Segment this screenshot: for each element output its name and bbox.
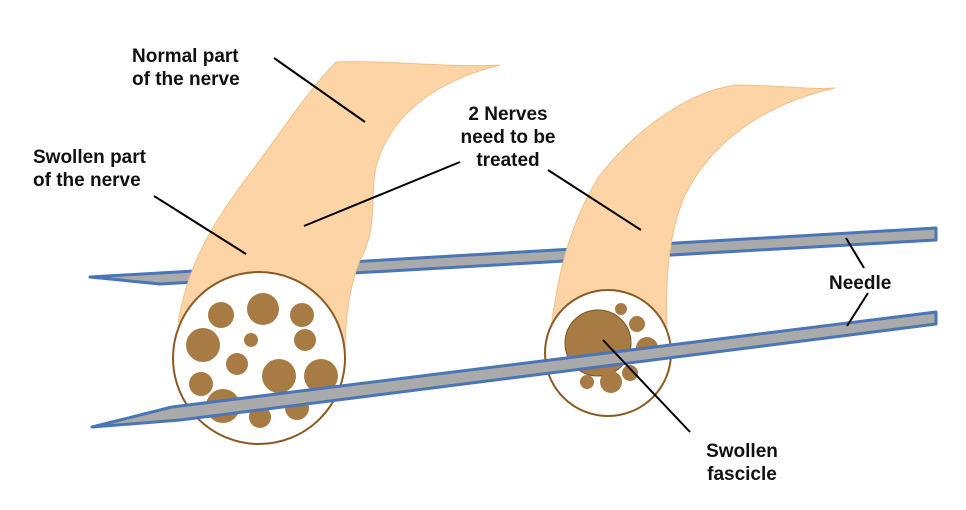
- label-swollen-part: Swollen part of the nerve: [33, 146, 146, 192]
- label-swollen-part-line1: Swollen part: [33, 147, 146, 168]
- fascicle: [226, 353, 248, 375]
- fascicle: [615, 303, 627, 315]
- nerve-right-body: [547, 84, 836, 353]
- leader-needle-lower: [846, 292, 869, 327]
- fascicle: [580, 375, 594, 389]
- label-two-nerves-line1: 2 Nerves: [468, 104, 548, 125]
- fascicle: [262, 359, 296, 393]
- label-swollen-fascicle: Swollen fascicle: [692, 440, 792, 486]
- leader-two-nerves-right: [547, 169, 642, 231]
- leader-two-nerves-left: [303, 161, 461, 227]
- label-normal-part-line1: Normal part: [132, 46, 239, 67]
- label-normal-part-line2: of the nerve: [132, 69, 240, 90]
- leader-swollen-fascicle: [602, 339, 691, 433]
- fascicle: [600, 371, 622, 393]
- leader-swollen-part: [153, 195, 247, 255]
- fascicle: [290, 303, 314, 327]
- fascicle: [244, 333, 258, 347]
- fascicle: [186, 328, 220, 362]
- label-needle: Needle: [829, 273, 892, 294]
- fascicle: [247, 293, 279, 325]
- fascicle: [294, 329, 316, 351]
- leader-needle-upper: [845, 237, 865, 269]
- leader-normal-part: [273, 57, 366, 123]
- fascicle: [208, 302, 234, 328]
- label-two-nerves: 2 Nerves need to be treated: [448, 103, 568, 172]
- needle-lower: [90, 310, 938, 429]
- fascicle: [189, 372, 213, 396]
- fascicle: [304, 359, 338, 393]
- label-normal-part: Normal part of the nerve: [132, 45, 240, 91]
- label-swollen-fascicle-line2: fascicle: [707, 464, 777, 485]
- fascicle: [629, 316, 645, 332]
- label-two-nerves-line2: need to be: [460, 127, 556, 148]
- label-swollen-part-line2: of the nerve: [33, 170, 141, 191]
- label-swollen-fascicle-line1: Swollen: [706, 441, 778, 462]
- fascicle: [622, 365, 638, 381]
- leader-lines: [153, 57, 869, 433]
- label-two-nerves-line3: treated: [476, 150, 540, 171]
